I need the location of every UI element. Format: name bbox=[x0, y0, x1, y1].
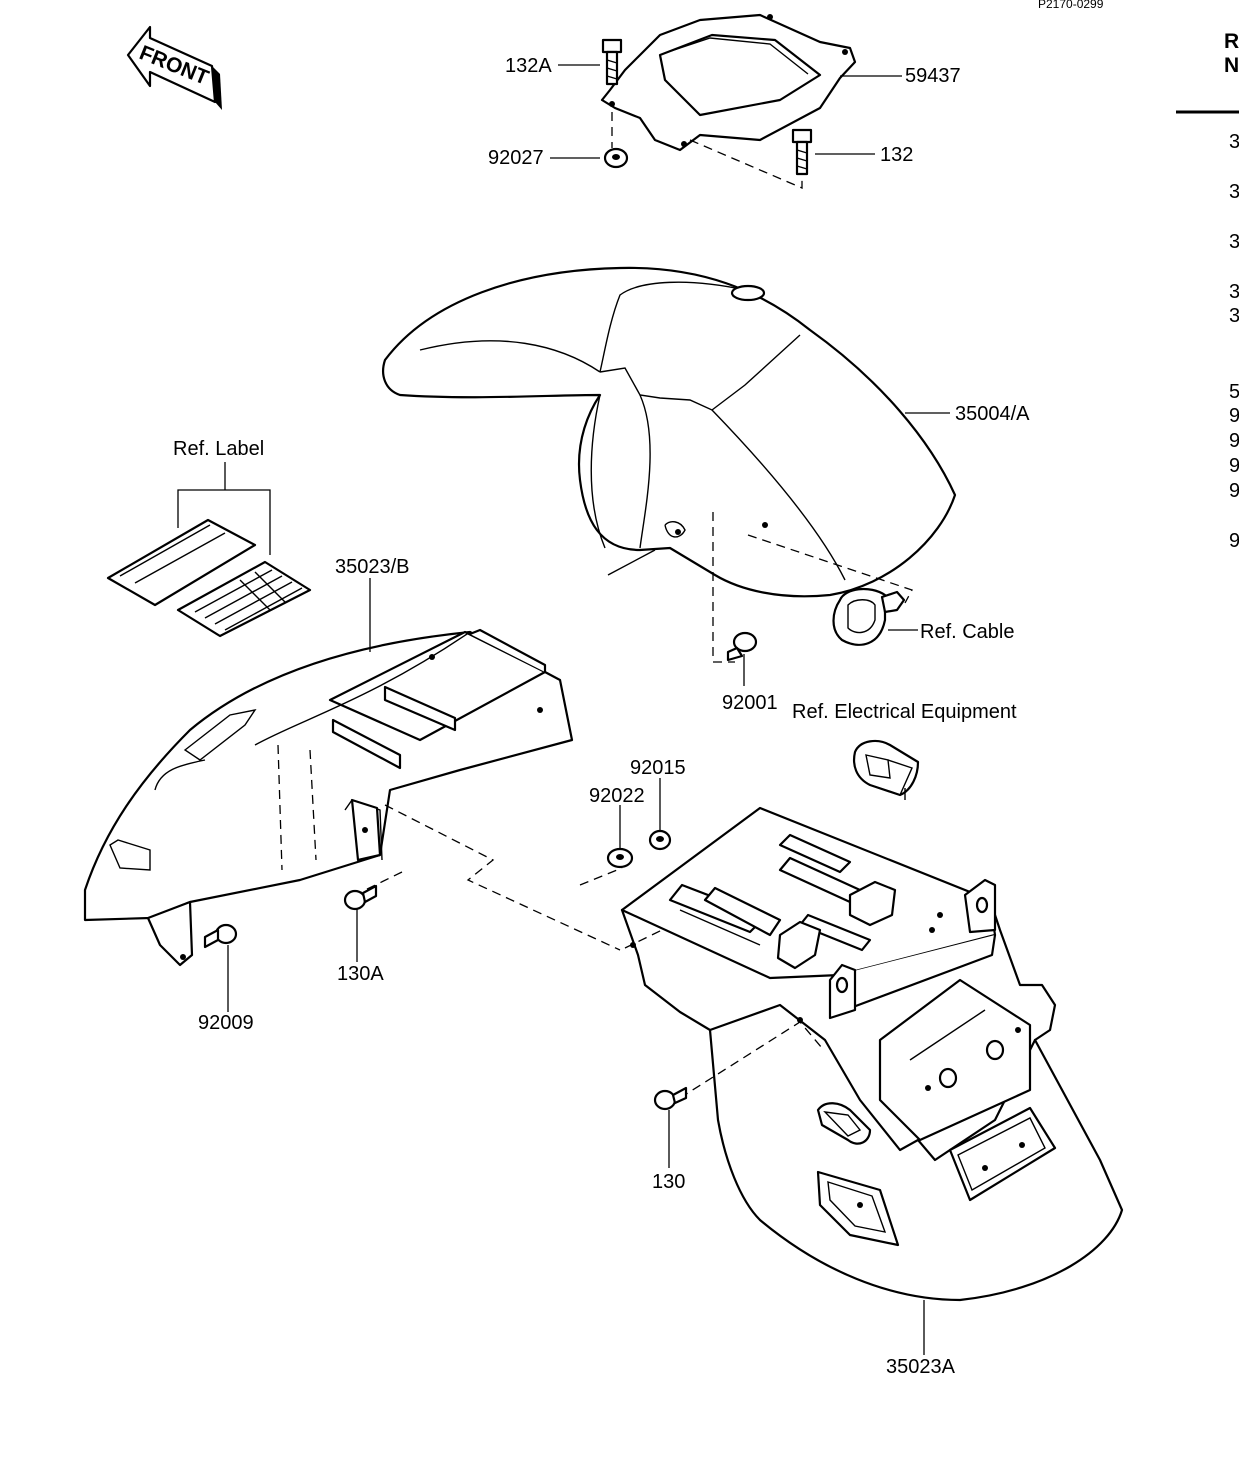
parts-table-fragment: R N 3 3 3 3 3 5 9 9 9 9 9 bbox=[1176, 30, 1239, 552]
washer-92022 bbox=[606, 847, 634, 869]
callout-35023A: 35023A bbox=[886, 1356, 956, 1378]
cable-clamp bbox=[832, 587, 906, 646]
table-row: 3 bbox=[1229, 131, 1239, 153]
table-row: 9 bbox=[1229, 455, 1239, 477]
callout-ref-label: Ref. Label bbox=[173, 438, 264, 460]
table-row: 3 bbox=[1229, 231, 1239, 253]
table-header-n: N bbox=[1224, 54, 1239, 77]
callout-92022: 92022 bbox=[589, 785, 645, 807]
callout-ref-cable: Ref. Cable bbox=[920, 621, 1015, 643]
bolt-132A bbox=[601, 38, 623, 86]
callout-92027: 92027 bbox=[488, 147, 544, 169]
table-row: 9 bbox=[1229, 530, 1239, 552]
callout-ref-electrical: Ref. Electrical Equipment bbox=[792, 701, 1017, 723]
table-row: 3 bbox=[1229, 181, 1239, 203]
bolt-130 bbox=[653, 1086, 688, 1111]
electrical-part bbox=[853, 739, 920, 800]
callout-35023B: 35023/B bbox=[335, 556, 410, 578]
table-header-r: R bbox=[1224, 30, 1239, 53]
bolt-92001 bbox=[726, 631, 758, 662]
figure-code: P2170-0299 bbox=[1038, 0, 1104, 11]
callout-92009: 92009 bbox=[198, 1012, 254, 1034]
table-row: 3 bbox=[1229, 281, 1239, 303]
bolt-130A bbox=[343, 884, 378, 911]
rear-fender-35023A bbox=[620, 806, 1124, 1302]
callout-35004A: 35004/A bbox=[955, 403, 1030, 425]
rear-fender-35023B bbox=[83, 628, 574, 967]
nut-92027 bbox=[603, 147, 629, 169]
front-arrow-icon: FRONT bbox=[126, 25, 222, 110]
callout-132A: 132A bbox=[505, 55, 552, 77]
table-row: 5 bbox=[1229, 381, 1239, 403]
ref-labels bbox=[106, 518, 312, 638]
bolt-132 bbox=[791, 128, 813, 176]
callout-130: 130 bbox=[652, 1171, 685, 1193]
table-row: 9 bbox=[1229, 405, 1239, 427]
bolt-92009 bbox=[203, 923, 238, 949]
table-row: 3 bbox=[1229, 305, 1239, 327]
callout-132: 132 bbox=[880, 144, 913, 166]
table-row: 9 bbox=[1229, 430, 1239, 452]
callout-92015: 92015 bbox=[630, 757, 686, 779]
callout-59437: 59437 bbox=[905, 65, 961, 87]
table-row: 9 bbox=[1229, 480, 1239, 502]
callout-130A: 130A bbox=[337, 963, 384, 985]
cover-59437 bbox=[600, 13, 857, 152]
front-fender-35004A bbox=[382, 266, 957, 598]
nut-92015 bbox=[648, 829, 672, 851]
callout-92001: 92001 bbox=[722, 692, 778, 714]
